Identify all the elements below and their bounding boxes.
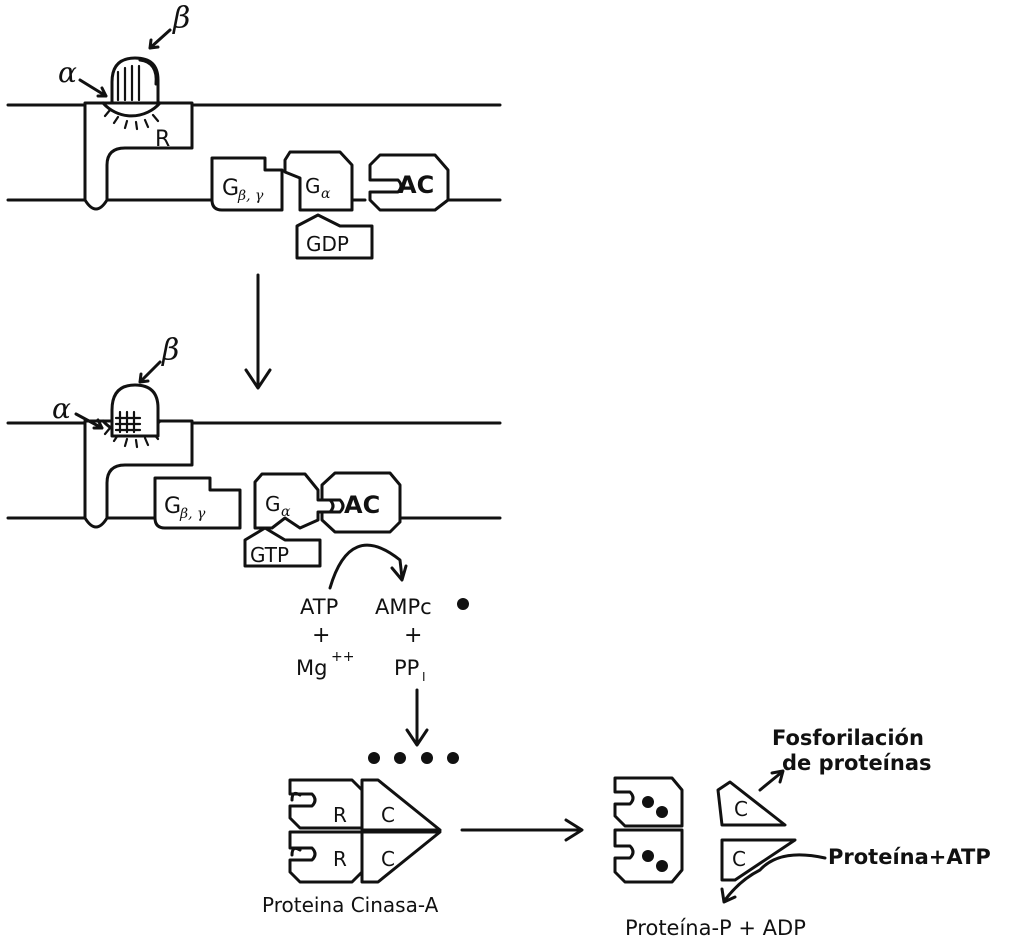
beta-label-2: β [161, 333, 179, 368]
catalytic-free-top-label: C [734, 797, 748, 821]
ampc-label: AMPc [375, 595, 432, 619]
atp-label: ATP [300, 595, 338, 619]
panel-resting: α β R G β, γ G α AC GDP [8, 1, 500, 258]
g-beta-gamma-sub-1: β, γ [237, 188, 264, 204]
pka-holoenzyme: R R C C Proteina Cinasa-A [262, 780, 440, 917]
receptor-1 [85, 103, 192, 209]
transition-arrow [246, 275, 270, 388]
panel-activated: α β G β, γ G α AC GTP [8, 333, 500, 588]
plus-left: + [312, 623, 330, 648]
protein-atp-label: Proteína+ATP [828, 845, 991, 869]
adenylate-cyclase-label-1: AC [398, 171, 434, 199]
pp-sub-label: I [422, 670, 426, 684]
receptor-label-1: R [155, 127, 170, 152]
pka-r-top: R [333, 803, 347, 827]
down-arrow-pka [407, 690, 427, 745]
g-alpha-sub-2: α [281, 504, 291, 520]
pka-name-label: Proteina Cinasa-A [262, 893, 439, 917]
alpha-arrow-1 [80, 80, 106, 96]
pka-catalytic-bottom [362, 832, 440, 882]
beta-arrow-1 [150, 30, 170, 48]
ligand-1 [112, 58, 158, 103]
camp-bound-dot-4 [656, 860, 668, 872]
gtp-label: GTP [250, 543, 289, 567]
g-beta-gamma-label-1: G [222, 176, 239, 201]
pka-regulatory-bottom [290, 832, 362, 882]
pka-regulatory-top [290, 780, 362, 828]
reaction-equation: ATP AMPc + + Mg ++ PP I [296, 595, 469, 764]
g-alpha-sub-1: α [321, 186, 331, 202]
g-beta-gamma-sub-2: β, γ [179, 506, 206, 522]
camp-bound-dot-3 [656, 806, 668, 818]
camp-dot [457, 598, 469, 610]
catalytic-free-bottom-label: C [732, 847, 746, 871]
protein-p-adp-label: Proteína-P + ADP [625, 916, 806, 940]
pka-dissociated: C C Fosforilación de proteínas Proteína+… [615, 726, 991, 940]
gdp-label: GDP [306, 232, 349, 256]
phosphorylation-arrow [760, 771, 783, 790]
catalytic-free-top [718, 782, 785, 825]
alpha-label-2: α [52, 392, 71, 425]
plus-right: + [404, 623, 422, 648]
g-alpha-label-2: G [265, 492, 281, 516]
mg-label: Mg [296, 656, 327, 680]
phosphorylation-line1: Fosforilación [772, 726, 924, 750]
pka-r-bottom: R [333, 847, 347, 871]
mg-charge-label: ++ [331, 649, 354, 665]
activation-arrow [462, 820, 582, 840]
phosphorylation-line2: de proteínas [782, 751, 932, 775]
camp-bound-dot-1 [642, 796, 654, 808]
pka-c-bottom: C [381, 847, 395, 871]
alpha-label-1: α [58, 56, 77, 89]
pka-catalytic-top [362, 780, 440, 830]
camp-bound-dot-2 [642, 850, 654, 862]
beta-label-1: β [172, 1, 190, 36]
adenylate-cyclase-label-2: AC [344, 491, 380, 519]
camp-dots-four [368, 752, 459, 764]
reaction-curve-arrow [330, 545, 406, 588]
pp-label: PP [394, 656, 419, 680]
g-beta-gamma-label-2: G [164, 494, 181, 519]
g-alpha-label-1: G [305, 174, 321, 198]
ligand-2 [112, 385, 158, 436]
pka-c-top: C [381, 803, 395, 827]
beta-arrow-2 [140, 362, 160, 382]
